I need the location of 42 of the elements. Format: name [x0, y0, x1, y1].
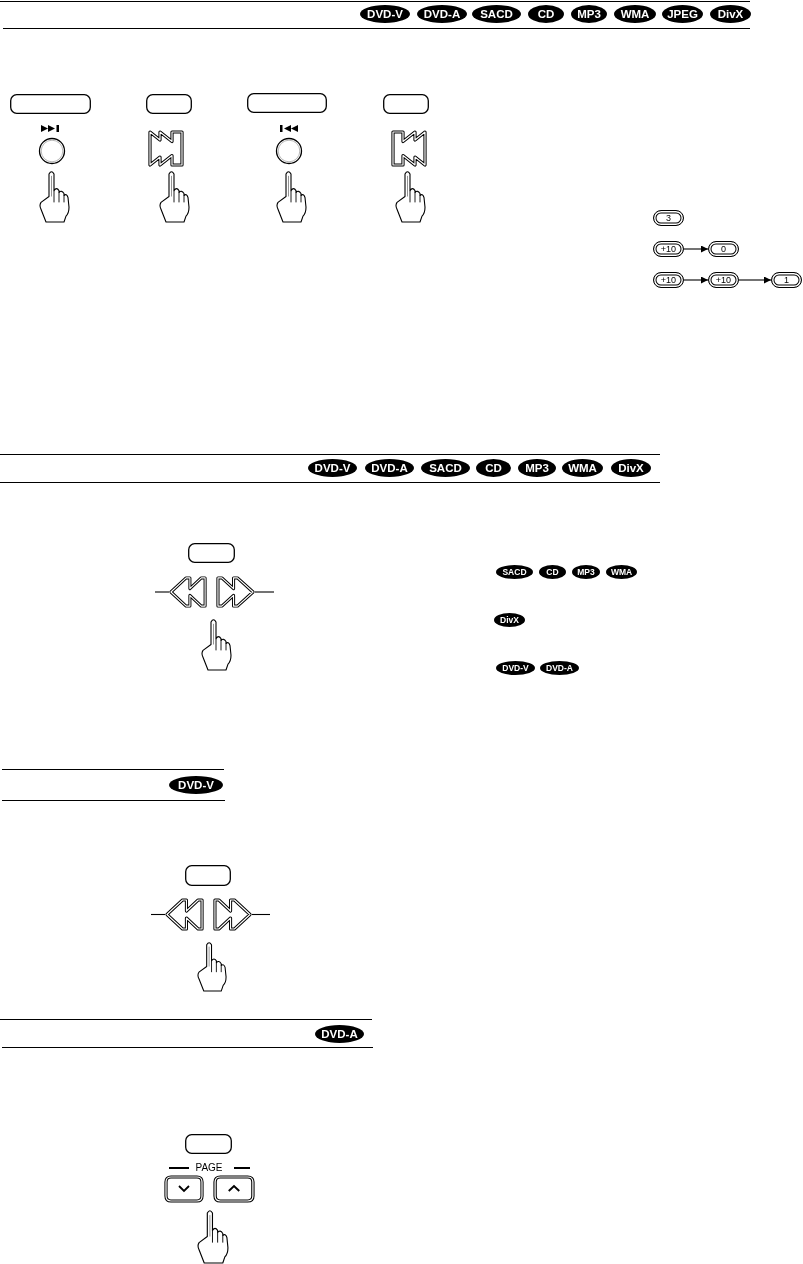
leader-line [154, 591, 170, 593]
double-arrow-right-button [213, 898, 252, 931]
format-badge: DVD-V [360, 5, 410, 23]
format-badge: CD [476, 459, 511, 477]
format-badge: DVD-V [496, 661, 535, 675]
format-badge: DVD-A [315, 1025, 364, 1043]
format-badge: DVD-V [169, 776, 223, 794]
double-arrow-left-button [165, 898, 204, 931]
format-badge: WMA [606, 565, 637, 579]
format-badge: MP3 [571, 5, 607, 23]
format-badge: WMA [562, 459, 603, 477]
format-badge: DivX [611, 459, 651, 477]
double-arrow-left-button [169, 576, 207, 608]
format-badge: DVD-A [365, 459, 414, 477]
number-key: +10 [708, 272, 739, 288]
format-badge: DVD-A [540, 661, 579, 675]
format-badge: DivX [494, 613, 525, 627]
arrow [738, 276, 772, 284]
leader-line [150, 913, 166, 916]
arrow [683, 245, 709, 253]
double-arrow-right-button [216, 576, 255, 608]
format-badge: SACD [421, 459, 470, 477]
format-badge: DVD-V [308, 459, 357, 477]
format-badge: MP3 [572, 565, 600, 579]
format-badge: CD [528, 5, 564, 23]
number-key: 3 [653, 210, 684, 226]
number-key: 1 [771, 272, 802, 288]
leader-line [251, 913, 271, 916]
format-badge: SACD [472, 5, 521, 23]
format-badge: CD [539, 565, 566, 579]
number-key: +10 [653, 272, 684, 288]
format-badge: SACD [496, 565, 533, 579]
format-badge: MP3 [518, 459, 556, 477]
format-badge: DivX [710, 5, 751, 23]
format-badge: WMA [614, 5, 656, 23]
key-group-label: PAGE [194, 1161, 224, 1173]
number-key: +10 [653, 241, 684, 257]
format-badge: JPEG [662, 5, 703, 23]
arrow [683, 276, 709, 284]
number-key: 0 [708, 241, 739, 257]
format-badge: DVD-A [417, 5, 467, 23]
leader-line [254, 591, 275, 593]
